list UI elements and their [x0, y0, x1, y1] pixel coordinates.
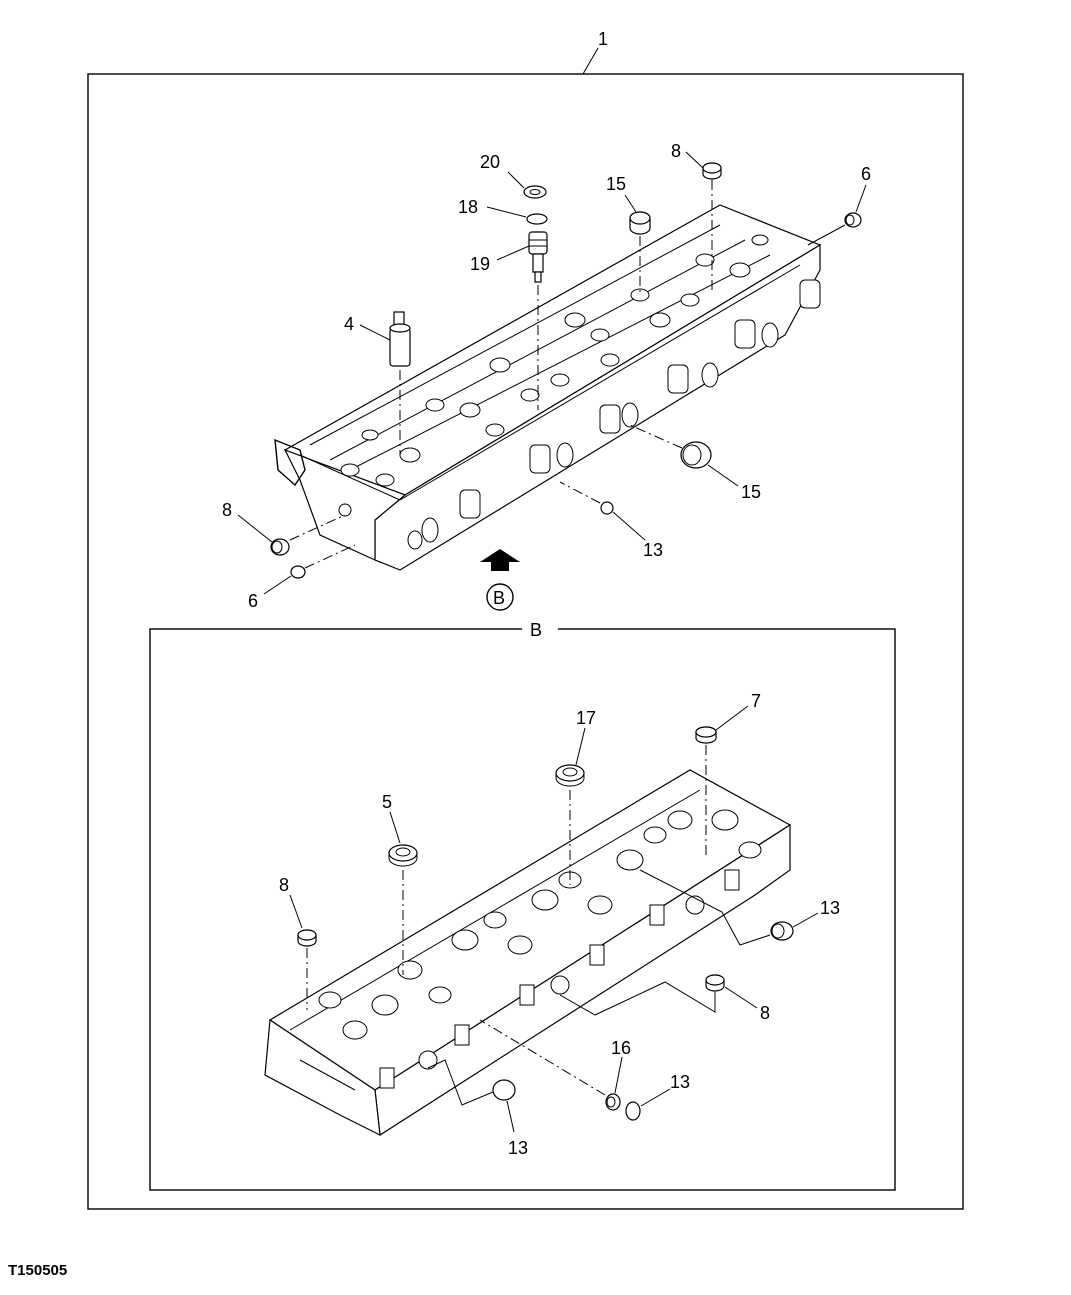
- plug-8-top: [702, 162, 722, 180]
- plug-8-left: [270, 538, 290, 556]
- plug-16: [605, 1093, 621, 1111]
- callout-8-b-right: 8: [760, 1003, 770, 1023]
- callout-18: 18: [458, 197, 478, 217]
- callout-20: 20: [480, 152, 500, 172]
- callout-15-side: 15: [741, 482, 761, 502]
- callout-7: 7: [751, 691, 761, 711]
- outer-frame: [87, 73, 964, 1210]
- plug-7: [695, 726, 717, 744]
- seal-17: [555, 764, 585, 787]
- valve-holes: [340, 234, 769, 487]
- callout-main: 1: [598, 29, 608, 49]
- callout-4: 4: [344, 314, 354, 334]
- plug-13-side: [600, 501, 614, 515]
- view-b-arrow: B: [480, 549, 520, 611]
- combustion-holes: [318, 809, 762, 1040]
- plug-13-b-lower-right: [625, 1101, 641, 1121]
- plug-13-b-right: [770, 921, 794, 941]
- sleeve-4: [389, 311, 411, 367]
- callout-16: 16: [611, 1038, 631, 1058]
- cylinder-head-bottom-view: [264, 769, 792, 1137]
- callout-17: 17: [576, 708, 596, 728]
- view-label: B: [530, 620, 542, 640]
- callout-13-b-bottom: 13: [508, 1138, 528, 1158]
- injector-19: [528, 231, 548, 283]
- callout-6-left: 6: [248, 591, 258, 611]
- callout-8-top: 8: [671, 141, 681, 161]
- plug-15-top: [629, 211, 651, 235]
- plug-6-right: [844, 212, 862, 228]
- figure-id: T150505: [8, 1262, 68, 1279]
- callout-6-right: 6: [861, 164, 871, 184]
- callout-13-side: 13: [643, 540, 663, 560]
- callout-13-b-right: 13: [820, 898, 840, 918]
- callout-8-left: 8: [222, 500, 232, 520]
- cylinder-head-top-view: [274, 204, 822, 571]
- plug-13-b-bottom: [492, 1079, 516, 1101]
- callout-5: 5: [382, 792, 392, 812]
- view-marker: B: [493, 588, 505, 608]
- callout-8-b-left: 8: [279, 875, 289, 895]
- side-ports: [421, 279, 821, 543]
- side-ports-b: [379, 869, 740, 1089]
- seal-5: [388, 844, 418, 867]
- plug-6-left: [290, 565, 306, 579]
- plug-8-b-right: [705, 974, 725, 992]
- callout-13-b-lower-right: 13: [670, 1072, 690, 1092]
- plug-8-b-left: [297, 929, 317, 947]
- callout-19: 19: [470, 254, 490, 274]
- plug-15-side: [680, 441, 712, 469]
- callout-15-top: 15: [606, 174, 626, 194]
- washer-18: [526, 213, 548, 225]
